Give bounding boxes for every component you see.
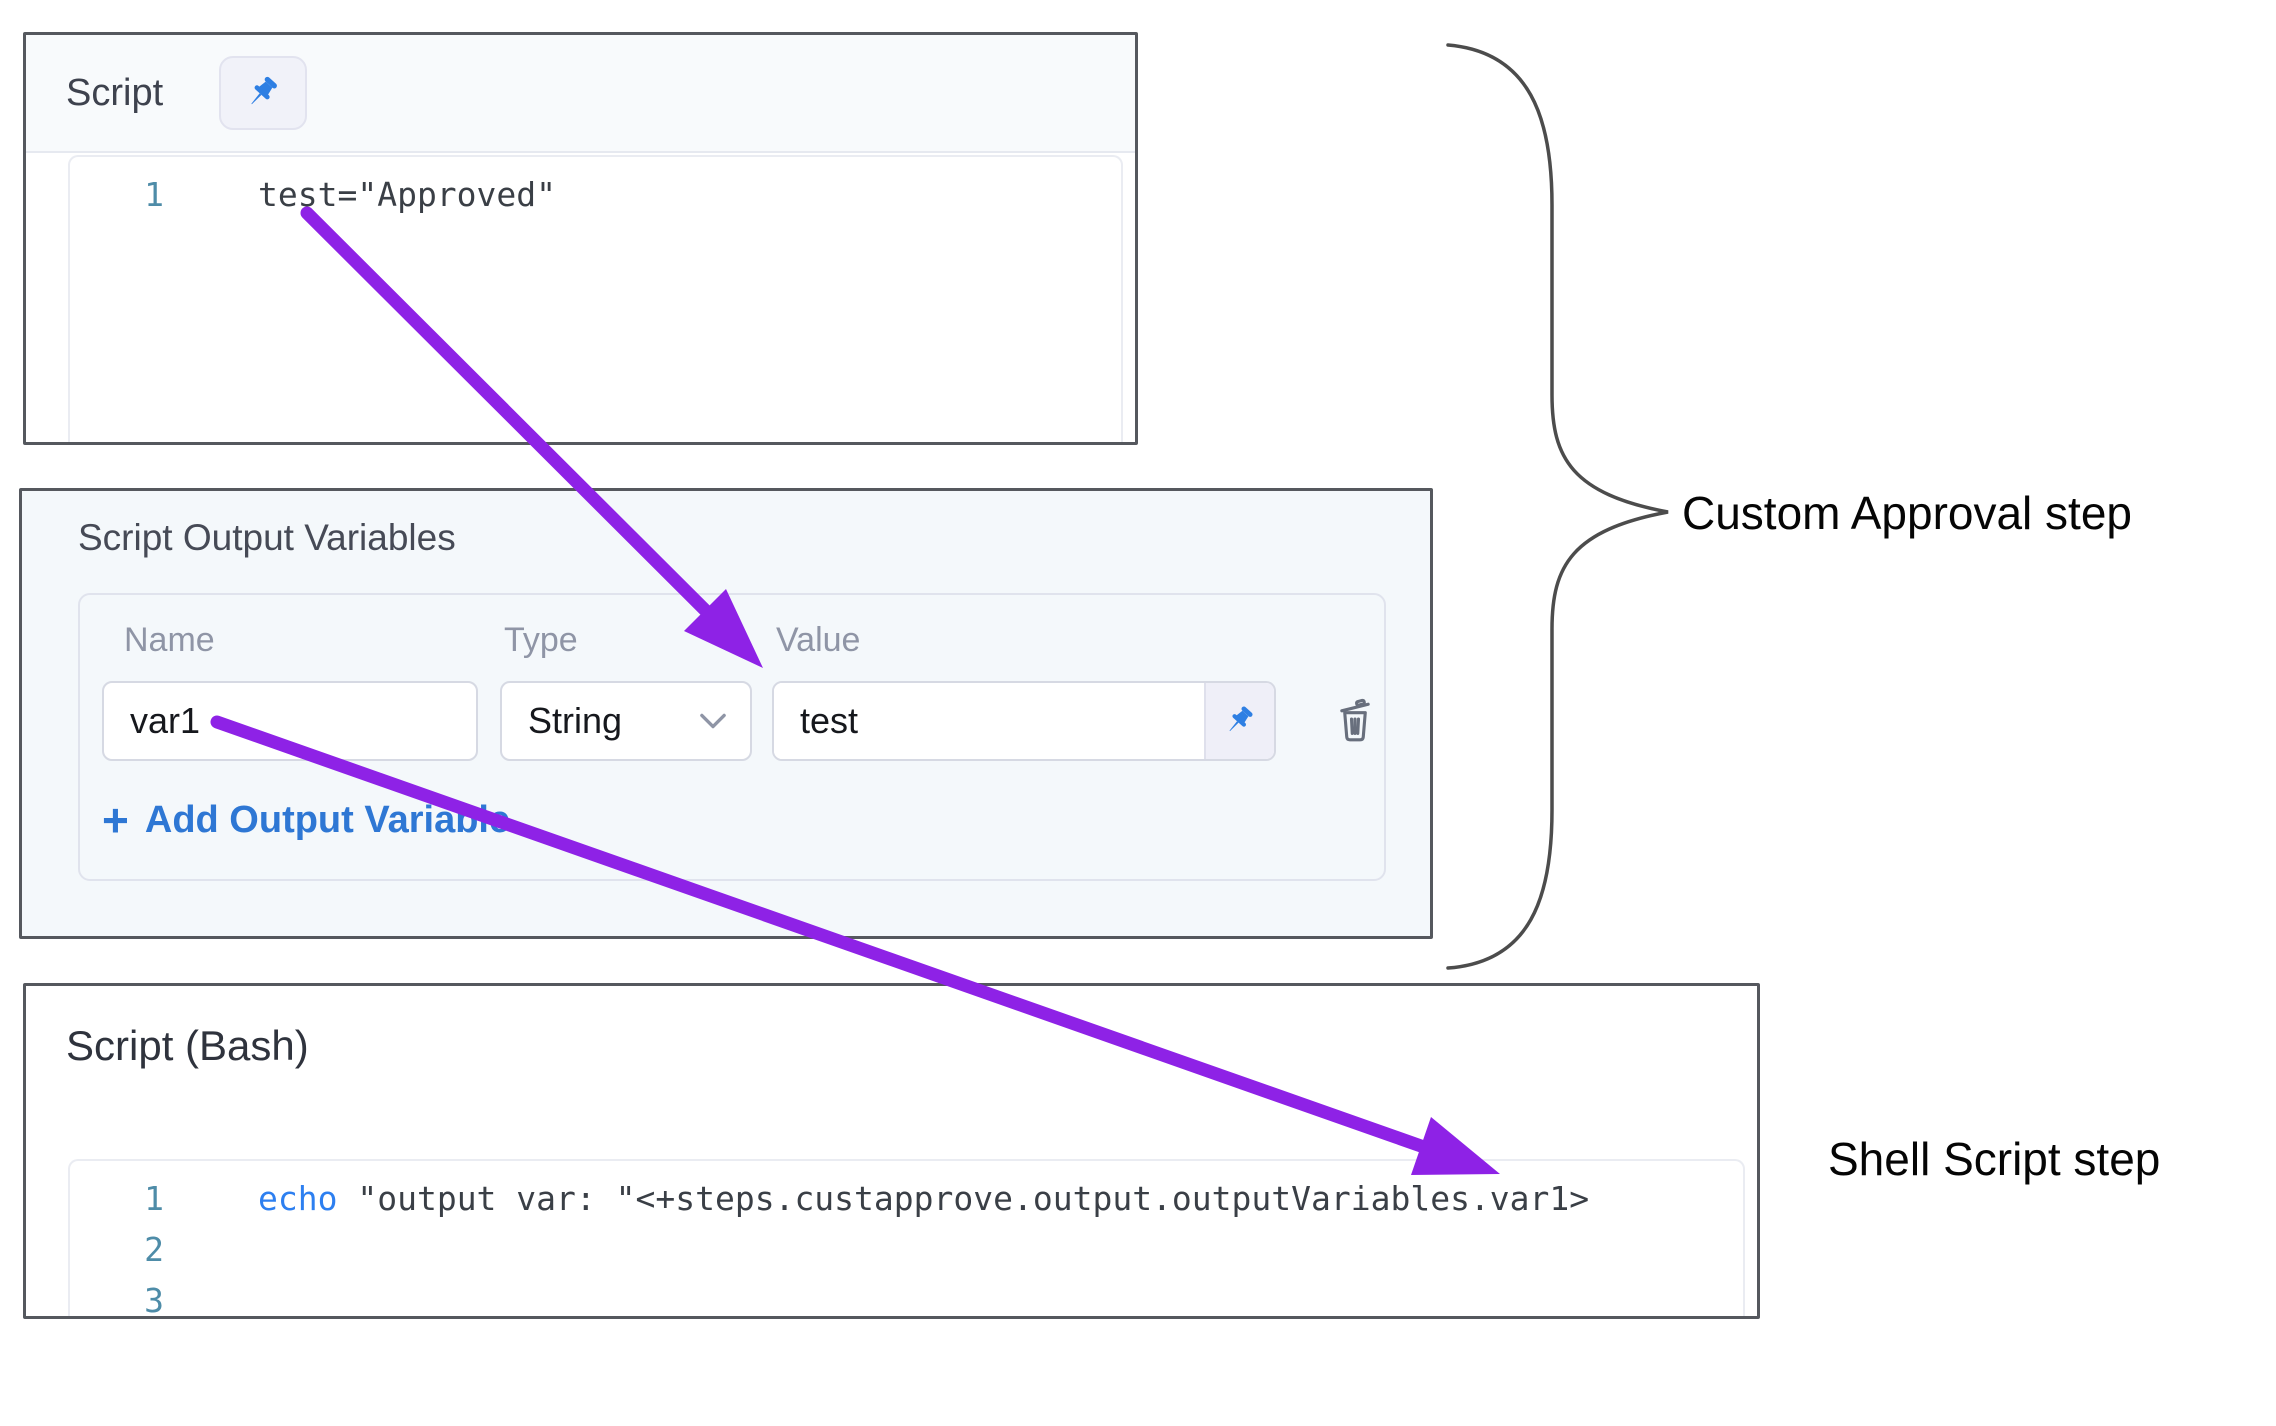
approval-script-panel: Script 1 test="Approved" xyxy=(23,32,1138,445)
line-number: 2 xyxy=(144,1230,164,1269)
output-variables-card: Name Type Value String xyxy=(78,593,1386,881)
trash-icon xyxy=(1340,698,1370,742)
pin-runtime-input-button[interactable] xyxy=(219,56,308,130)
code-line-text: echo "output var: "<+steps.custapprove.o… xyxy=(200,1179,1589,1218)
variable-value-field xyxy=(772,681,1276,761)
line-number: 1 xyxy=(144,175,164,214)
code-line: 2 xyxy=(70,1224,1743,1275)
variable-value-input[interactable] xyxy=(774,683,1204,759)
line-number: 1 xyxy=(144,1179,164,1218)
value-pin-button[interactable] xyxy=(1204,683,1274,759)
code-line: 3 xyxy=(70,1275,1743,1316)
line-number: 3 xyxy=(144,1281,164,1316)
approval-script-header: Script xyxy=(26,35,1135,153)
code-line: 1 echo "output var: "<+steps.custapprove… xyxy=(70,1173,1743,1224)
shell-script-title: Script (Bash) xyxy=(66,1022,309,1069)
chevron-down-icon xyxy=(700,713,726,729)
column-header-name: Name xyxy=(124,621,215,659)
shell-script-code-editor[interactable]: 1 echo "output var: "<+steps.custapprove… xyxy=(68,1159,1745,1316)
code-line: 1 test="Approved" xyxy=(70,169,1121,220)
variable-name-input[interactable] xyxy=(102,681,478,761)
pushpin-icon xyxy=(251,76,278,105)
code-line-text: test="Approved" xyxy=(258,175,557,214)
approval-script-code-editor[interactable]: 1 test="Approved" xyxy=(68,155,1123,442)
column-header-type: Type xyxy=(504,621,578,659)
script-field-label: Script xyxy=(66,71,164,114)
curly-brace xyxy=(1446,43,1669,970)
plus-icon: + xyxy=(102,794,129,846)
variable-type-select[interactable]: String xyxy=(500,681,752,761)
add-output-variable-button[interactable]: + Add Output Variable xyxy=(102,797,510,843)
keyword-token: echo xyxy=(258,1179,338,1218)
pushpin-icon xyxy=(1229,706,1253,732)
delete-variable-button[interactable] xyxy=(1332,695,1378,745)
output-variables-title: Script Output Variables xyxy=(78,517,456,558)
shell-script-step-label: Shell Script step xyxy=(1828,1133,2161,1185)
shell-script-panel: Script (Bash) 1 echo "output var: "<+ste… xyxy=(23,983,1760,1319)
variable-type-value: String xyxy=(528,700,623,741)
script-output-variables-panel: Script Output Variables Name Type Value … xyxy=(19,488,1433,939)
custom-approval-step-label: Custom Approval step xyxy=(1682,487,2133,539)
code-token: "output var: "<+steps.custapprove.output… xyxy=(337,1179,1590,1218)
column-header-value: Value xyxy=(776,621,861,659)
add-output-variable-label: Add Output Variable xyxy=(144,798,511,841)
